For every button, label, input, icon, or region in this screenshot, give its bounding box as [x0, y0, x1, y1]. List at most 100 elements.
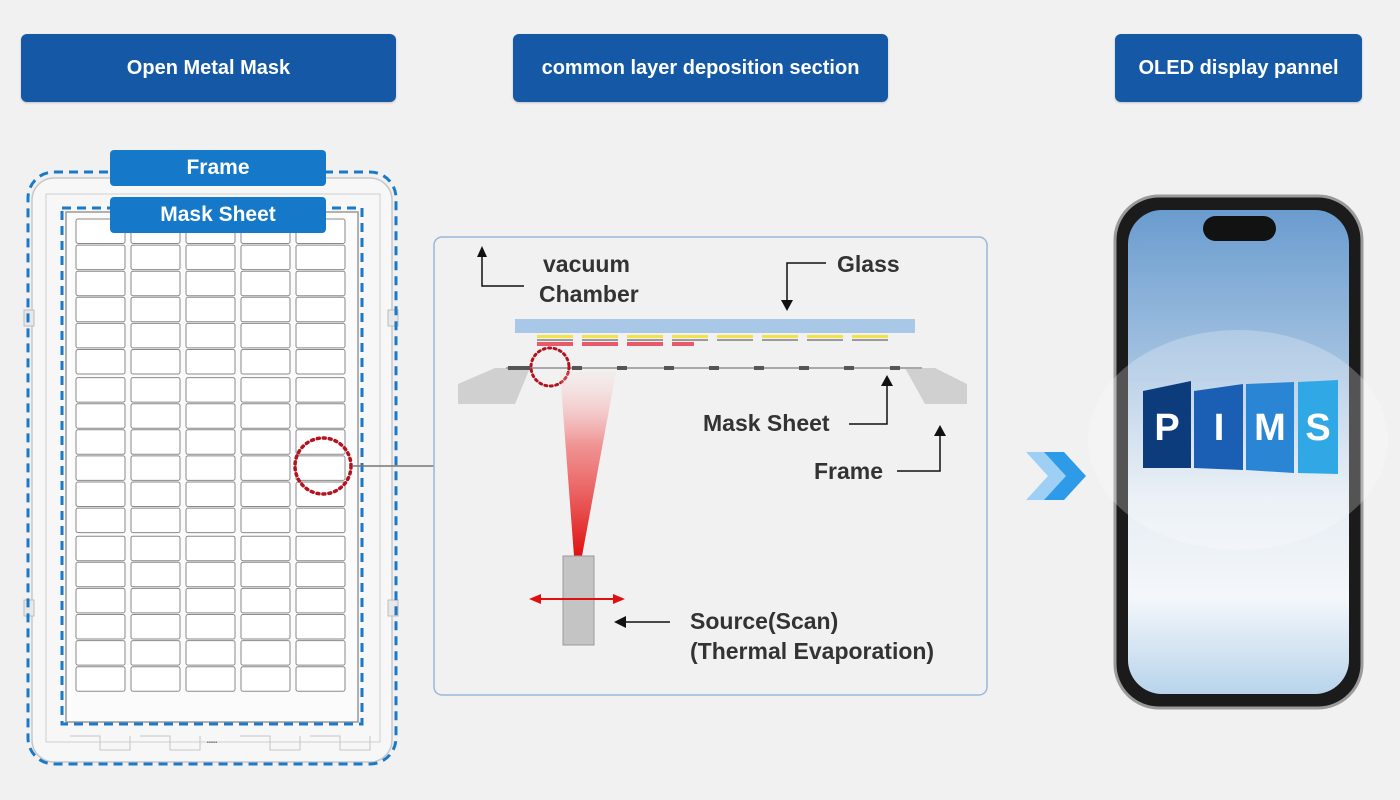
mask-cell — [240, 244, 291, 271]
common-layer-deposition-header-label: common layer deposition section — [541, 56, 860, 79]
glass-label: Glass — [837, 251, 900, 277]
mask-sheet-segment — [664, 366, 674, 370]
oled-phone-drawing: P I M S — [1088, 194, 1388, 710]
frame-tag: Frame — [110, 150, 326, 186]
deposit-yellow-stripe — [582, 335, 618, 338]
mask-cell — [130, 403, 181, 429]
mask-cell — [185, 349, 236, 375]
mask-cell — [130, 614, 181, 640]
mask-cell — [240, 455, 291, 481]
mask-cell — [240, 481, 291, 507]
mask-cell — [295, 507, 346, 534]
mask-cell — [295, 429, 346, 455]
mask-cell — [75, 455, 126, 481]
source-label-line2: (Thermal Evaporation) — [690, 638, 935, 664]
mask-sheet-segment — [799, 366, 809, 370]
mask-cell — [75, 561, 126, 588]
mask-sheet-segment — [508, 366, 530, 370]
mask-cell — [75, 270, 126, 297]
mask-cell — [185, 640, 236, 666]
deposit-yellow-stripe — [852, 335, 888, 338]
mask-cell — [185, 614, 236, 640]
mask-cell — [240, 429, 291, 455]
mask-sheet-segment — [572, 366, 582, 370]
deposit-gray-stripe — [672, 339, 708, 341]
deposit-yellow-stripe — [717, 335, 753, 338]
mask-cell — [240, 296, 291, 323]
deposit-gray-stripe — [807, 339, 843, 341]
mask-sheet-tag: Mask Sheet — [110, 197, 326, 233]
source-label-line1: Source(Scan) — [690, 608, 839, 634]
mask-cell — [75, 429, 126, 455]
vacuum-chamber-arrow — [481, 250, 524, 287]
mask-sheet-tag-label: Mask Sheet — [160, 203, 276, 226]
mask-cell — [185, 507, 236, 534]
mask-cell — [130, 455, 181, 481]
mask-sheet-segment — [617, 366, 627, 370]
vacuum-label-line1: vacuum — [543, 251, 630, 277]
evaporation-plume — [560, 372, 616, 556]
mask-cell — [295, 296, 346, 323]
mask-cell — [240, 403, 291, 429]
mask-sheet-label: Mask Sheet — [703, 410, 830, 436]
mask-cell — [240, 640, 291, 666]
deposit-yellow-stripe — [762, 335, 798, 338]
deposit-red-stripe — [537, 342, 573, 346]
pims-letter-p: P — [1154, 407, 1179, 449]
pims-letter-s: S — [1305, 407, 1330, 449]
mask-cell — [75, 640, 126, 666]
mask-cell — [130, 377, 181, 403]
mask-cell — [130, 507, 181, 534]
mask-cell — [240, 561, 291, 588]
pims-logo: P I M S — [1143, 380, 1338, 474]
mask-cell — [130, 561, 181, 588]
mask-cell — [185, 270, 236, 297]
mask-cell — [185, 296, 236, 323]
mask-cell — [185, 666, 236, 692]
mask-cell — [240, 614, 291, 640]
chevron-arrow-icon — [1026, 452, 1086, 500]
mask-cell — [75, 481, 126, 507]
mask-cell — [75, 296, 126, 323]
mask-cell — [185, 587, 236, 614]
mask-cell — [295, 587, 346, 614]
mask-cell — [185, 377, 236, 403]
deposition-zoom-circle — [529, 346, 571, 388]
deposit-yellow-stripe — [627, 335, 663, 338]
oled-display-panel-header-label: OLED display pannel — [1138, 56, 1339, 79]
mask-cell — [130, 587, 181, 614]
deposit-gray-stripe — [717, 339, 753, 341]
mask-sheet-segment — [709, 366, 719, 370]
mask-cell — [130, 429, 181, 455]
mask-cell — [185, 535, 236, 562]
mask-cell — [240, 535, 291, 562]
mask-cell — [295, 614, 346, 640]
mask-cell — [75, 666, 126, 692]
mask-cell — [240, 507, 291, 534]
mask-sheet-segment — [844, 366, 854, 370]
mask-cell — [295, 322, 346, 349]
deposit-gray-stripe — [582, 339, 618, 341]
mask-cell — [75, 614, 126, 640]
evaporation-source — [562, 555, 595, 646]
mask-sheet-segment — [754, 366, 764, 370]
mask-cell — [240, 270, 291, 297]
deposited-layers — [537, 335, 888, 346]
mask-cell — [130, 481, 181, 507]
frame-arrow — [897, 430, 941, 472]
mask-cell — [185, 244, 236, 271]
mask-cell — [130, 535, 181, 562]
deposit-yellow-stripe — [672, 335, 708, 338]
mask-cell — [295, 666, 346, 692]
mask-cell — [75, 349, 126, 375]
mask-cell — [295, 377, 346, 403]
deposit-gray-stripe — [537, 339, 573, 341]
mask-cell — [185, 429, 236, 455]
mask-cell — [240, 322, 291, 349]
vacuum-label-line2: Chamber — [539, 281, 639, 307]
deposit-yellow-stripe — [807, 335, 843, 338]
mask-cell — [295, 403, 346, 429]
mask-cell — [75, 403, 126, 429]
mask-cell — [130, 244, 181, 271]
